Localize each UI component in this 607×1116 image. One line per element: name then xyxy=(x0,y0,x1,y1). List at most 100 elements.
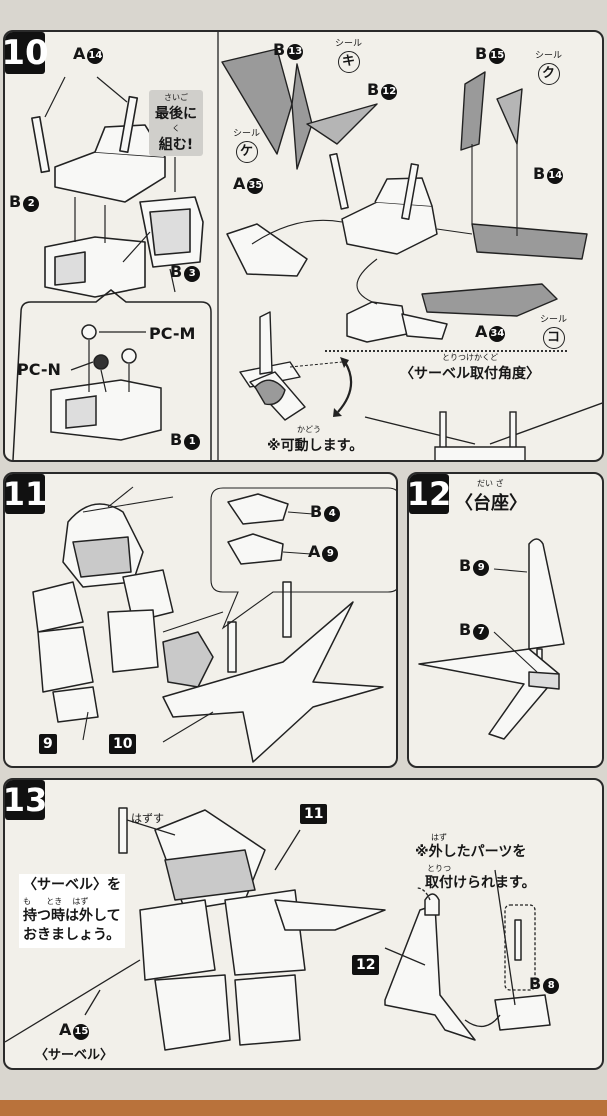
movable-note: かどう ※可動します。 xyxy=(267,424,363,455)
sticker-ko-word: シール xyxy=(540,315,568,325)
sticker-ku: シール ク xyxy=(535,52,562,85)
movable-text: ※可動します。 xyxy=(267,438,364,454)
remove-label: はずす xyxy=(131,812,164,825)
reattach-line2: 取付けられます。 xyxy=(425,874,536,891)
sticker-ko: シール コ xyxy=(540,316,567,349)
step-number-11: 11 xyxy=(3,474,48,514)
label-b13-num: 13 xyxy=(287,44,304,60)
label-b2-letter: B xyxy=(9,192,22,211)
label-a9-num: 9 xyxy=(322,546,339,562)
sticker-ku-mark: ク xyxy=(537,63,560,85)
label-a9-letter: A xyxy=(308,542,321,561)
pc-parts-bubble xyxy=(12,289,212,460)
sticker-ke-word: シール xyxy=(233,129,261,139)
label-pc-n: PC-N xyxy=(17,360,61,379)
sticker-ki: シール キ xyxy=(335,40,362,73)
sticker-ku-word: シール xyxy=(535,51,563,61)
saber-angle-divider xyxy=(325,350,567,352)
label-pc-m: PC-M xyxy=(149,324,196,343)
movable-ruby: かどう xyxy=(297,425,321,434)
stand-title: だい ざ 〈台座〉 xyxy=(455,478,527,515)
saber-note-ruby: も とき はず xyxy=(23,896,89,906)
shoulder-assembly-drawing xyxy=(31,76,204,298)
sticker-ke: シール ケ xyxy=(233,130,260,163)
label-b4-num: 4 xyxy=(324,506,341,522)
label-a15-num: 15 xyxy=(73,1024,90,1040)
label-a35-letter: A xyxy=(233,174,246,193)
last-note-line2: 組む! xyxy=(158,137,194,153)
reattach-ruby2: とりつ xyxy=(427,863,452,873)
label-b13-letter: B xyxy=(273,40,286,59)
label-b8-letter: B xyxy=(529,974,542,993)
ref-step-9: 9 xyxy=(39,734,57,754)
reattach-note: はず ※外したパーツを とりつ 取付けられます。 xyxy=(415,832,536,894)
label-b3-letter: B xyxy=(170,262,183,281)
label-b14-letter: B xyxy=(533,164,546,183)
label-b12-num: 12 xyxy=(381,84,398,100)
reattach-ruby: はず xyxy=(431,833,447,842)
label-a34-letter: A xyxy=(475,322,488,341)
label-b12-letter: B xyxy=(367,80,380,99)
sticker-ko-mark: コ xyxy=(542,327,565,349)
movable-shield-drawing xyxy=(239,311,353,421)
bottom-edge-strip xyxy=(0,1100,607,1116)
saber-note-line1: 〈サーベル〉を xyxy=(23,877,121,893)
label-b1-letter: B xyxy=(170,430,183,449)
stand-title-text: 〈台座〉 xyxy=(455,493,527,514)
step-13-panel: 13 はずす 11 12 xyxy=(3,778,604,1070)
saber-note-line3: おきましょう。 xyxy=(23,927,121,944)
saber-label: 〈サーベル〉 xyxy=(35,1048,114,1063)
label-b15-letter: B xyxy=(475,44,488,63)
label-a14-letter: A xyxy=(73,44,86,63)
label-b14-num: 14 xyxy=(547,168,564,184)
label-a14-num: 14 xyxy=(87,48,104,64)
label-a34-num: 34 xyxy=(489,326,506,342)
saber-note-line2: 持つ時は外して xyxy=(23,907,121,924)
sticker-ki-word: シール xyxy=(335,39,363,49)
label-b15-num: 15 xyxy=(489,48,506,64)
sticker-ke-mark: ケ xyxy=(235,141,258,163)
stand-title-ruby: だい ざ xyxy=(477,479,504,488)
saber-angle-caption: とりつけかくど 〈サーベル取付角度〉 xyxy=(400,352,540,383)
last-assembly-note: さいご 最後に く 組む! xyxy=(149,90,203,156)
ref-step-10: 10 xyxy=(109,734,137,754)
label-b9-num: 9 xyxy=(473,560,490,576)
stand-drawing xyxy=(418,538,565,740)
label-b3-num: 3 xyxy=(184,266,201,282)
ref-step-11: 11 xyxy=(300,804,328,824)
sticker-ki-mark: キ xyxy=(337,51,360,73)
final-assembly-drawing xyxy=(5,807,551,1051)
label-b8-num: 8 xyxy=(543,978,560,994)
step-number-12: 12 xyxy=(407,474,452,514)
label-a35-num: 35 xyxy=(247,178,264,194)
label-b2-num: 2 xyxy=(23,196,40,212)
last-note-line1: 最後に xyxy=(155,106,197,122)
last-note-ruby: さいご xyxy=(164,93,188,102)
last-note-ruby2: く xyxy=(172,124,180,133)
saber-angle-ruby: とりつけかくど xyxy=(441,353,499,362)
label-b7-letter: B xyxy=(459,620,472,639)
assembly-body-drawing xyxy=(32,486,396,763)
reattach-line1: ※外したパーツを xyxy=(415,844,527,861)
label-b9-letter: B xyxy=(459,556,472,575)
saber-hold-note: 〈サーベル〉を も とき はず 持つ時は外して おきましょう。 xyxy=(19,874,125,948)
label-b1-num: 1 xyxy=(184,434,201,450)
wing-assembly-drawing xyxy=(221,48,588,343)
step-number-10: 10 xyxy=(3,32,49,74)
